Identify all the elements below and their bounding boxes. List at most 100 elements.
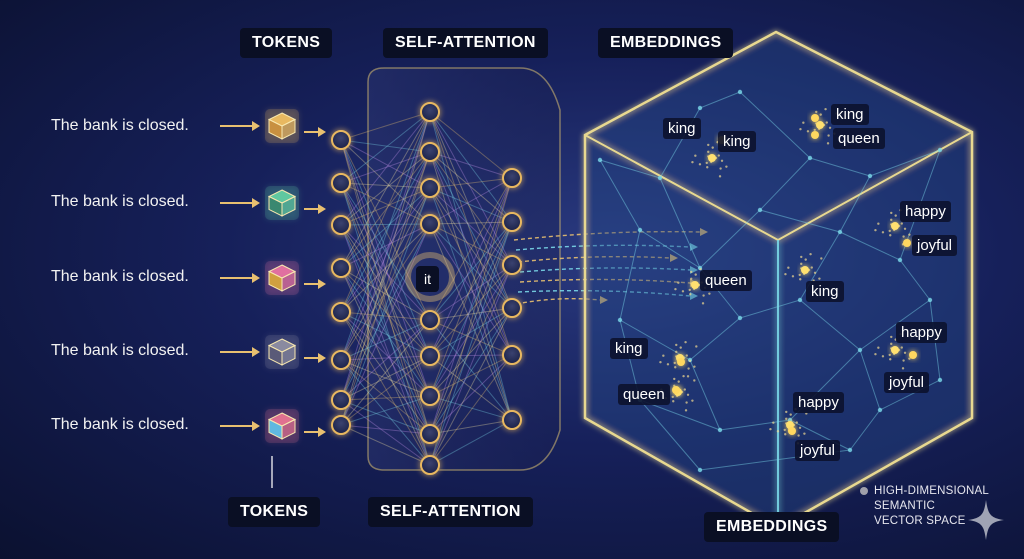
cluster-speck [890,218,893,222]
embedding-point [891,222,899,230]
embedding-point [811,114,819,122]
network-node [502,410,522,430]
network-node [502,168,522,188]
cluster-speck [673,361,676,365]
cluster-speck [818,277,821,280]
embedding-point [903,239,911,247]
token-arrowhead-in [252,198,260,208]
cluster-speck [687,367,690,370]
embedding-point [909,351,917,359]
embedding-cube [583,30,974,530]
cube-web-node [807,155,813,161]
embedding-label: king [831,104,869,125]
cluster-speck [890,342,893,346]
cluster-speck [684,340,687,344]
cube-web-line [599,159,641,231]
embedding-clusters [657,107,917,445]
network-node [502,255,522,275]
cluster-speck [698,163,702,166]
cube-web-node [737,89,743,95]
cluster-speck [707,150,710,154]
network-node [420,346,440,366]
cluster-speck [718,175,722,178]
token-arrowhead-out [318,127,326,137]
cluster-speck [695,345,698,348]
cube-web-line [759,209,841,233]
embedding-label: happy [793,392,844,413]
cluster-speck [800,255,803,259]
cube-web-line [739,299,801,319]
cluster-speck [787,266,790,269]
token-cube-right [281,118,296,140]
cube-web-line [839,175,871,233]
flow-line [515,297,601,305]
cluster-speck [688,359,692,362]
cluster-speck [890,211,893,215]
network-node [420,214,440,234]
cluster-speck [711,146,714,149]
cluster-speck [708,292,711,295]
token-arrowhead-in [252,421,260,431]
cluster-speck [825,121,828,124]
cluster-speck [702,294,705,297]
cube-web-line [639,399,721,431]
embedding-label: joyful [884,372,930,393]
cluster-speck [725,165,728,168]
cluster-speck [673,377,676,381]
cluster-speck [815,110,818,114]
cluster-speck [877,222,880,225]
cube-web-line [839,231,901,261]
cube-web-line [619,229,641,321]
embedding-point [708,154,716,162]
legend: HIGH-DIMENSIONAL SEMANTIC VECTOR SPACE [860,484,989,529]
cluster-speck [769,427,772,431]
cube-web-line [879,379,941,411]
cube-web-line [689,317,741,361]
cluster-speck [804,258,807,261]
cube-web-line [739,91,811,159]
cluster-speck [813,128,816,132]
network-node [331,390,351,410]
tokens-header-top: TOKENS [240,28,333,58]
embeddings-header-top: EMBEDDINGS [598,28,734,58]
cluster-speck [659,360,662,364]
network-node [502,298,522,318]
network-node [420,424,440,444]
embedding-point [788,427,796,435]
cluster-speck [889,234,892,237]
attention-edges [340,111,513,466]
cube-web-line [799,299,861,351]
token-cube-right [281,270,296,292]
cluster-speck [828,126,832,129]
cube-web-line [639,229,701,269]
legend-line-3: VECTOR SPACE [874,515,966,527]
cluster-speck [900,346,903,349]
cube-web-line [859,349,881,411]
cluster-speck [681,290,685,293]
cluster-speck [677,380,680,383]
embedding-point [672,386,680,394]
cluster-speck [772,421,775,424]
cube-web-line [659,177,701,269]
cluster-speck [881,355,885,358]
cluster-speck [813,271,817,274]
network-node [420,455,440,475]
cube-web-node [657,175,663,181]
cluster-speck [889,358,892,361]
cluster-speck [683,388,686,391]
cluster-speck [901,367,905,370]
cluster-speck [686,375,690,378]
cube-web-line [869,149,941,177]
cluster-speck [707,143,710,147]
cluster-speck [874,228,877,232]
cube-web-node [867,173,873,179]
embeddings-header-bottom: EMBEDDINGS [704,512,840,542]
cube-web-node [897,257,903,263]
cluster-speck [674,287,677,291]
cluster-speck [693,379,696,382]
cluster-speck [701,302,705,305]
attention-nodes [331,102,522,475]
cube-web-node [877,407,883,413]
embedding-label: king [663,118,701,139]
cube-web-node [927,297,933,303]
